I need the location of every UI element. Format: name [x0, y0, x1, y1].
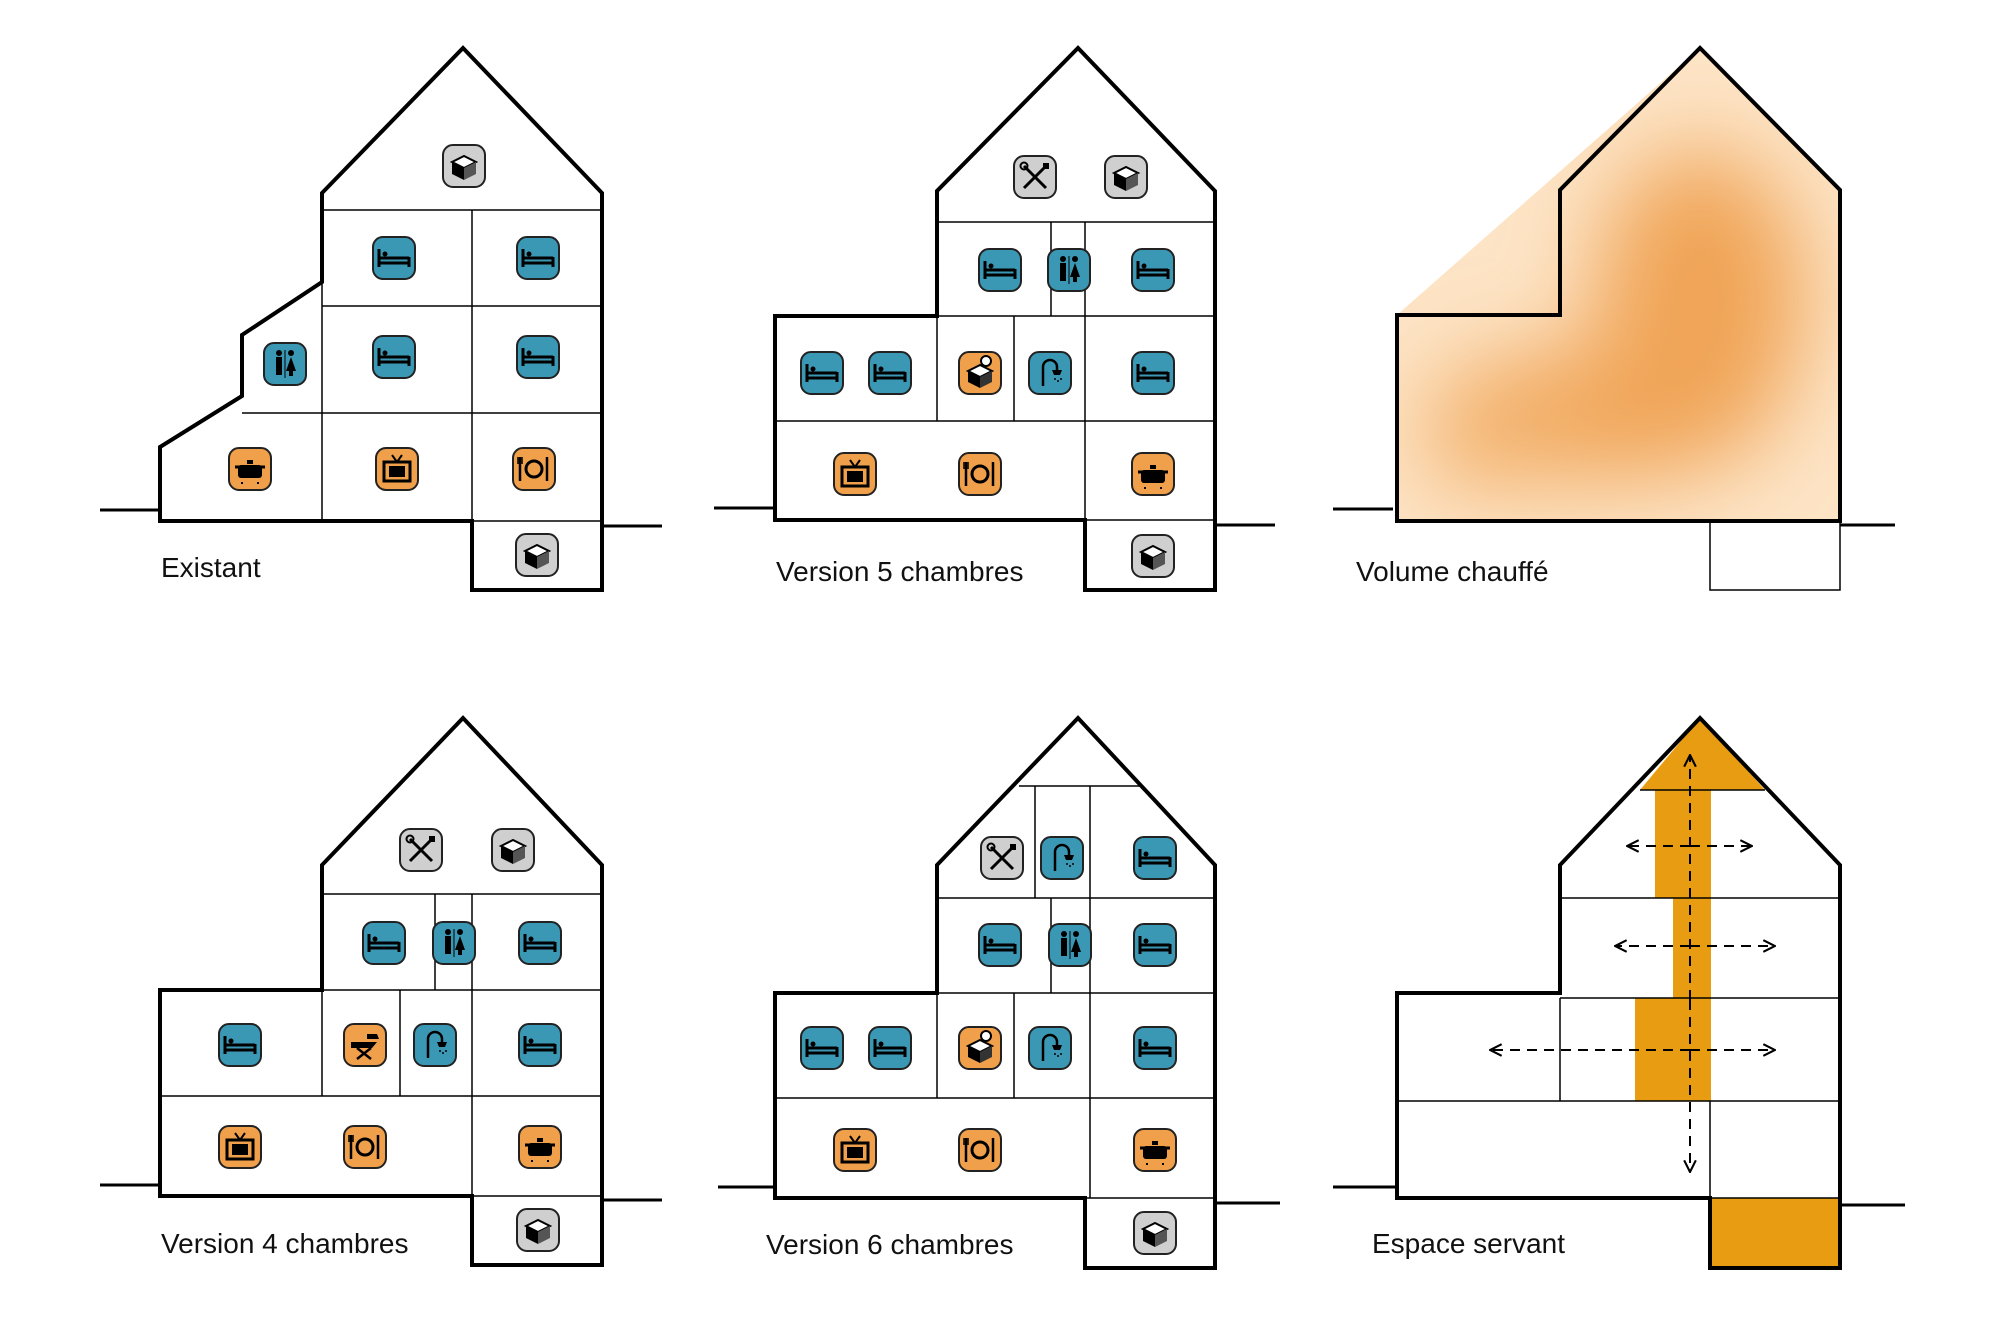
bed-icon [372, 236, 416, 280]
bed-icon [868, 1026, 912, 1070]
room-partitions [242, 209, 602, 522]
cooking-pot-icon [1133, 1128, 1177, 1172]
cooking-pot-icon [1131, 452, 1175, 496]
panel-label: Version 5 chambres [776, 556, 1023, 587]
servant-core-attic [1655, 790, 1711, 898]
house-outline [773, 45, 1217, 592]
panel-label: Existant [161, 552, 261, 583]
storage-box-icon [516, 1208, 560, 1252]
bed-icon [362, 921, 406, 965]
panel-espace-servant: Espace servant [1333, 715, 1905, 1270]
shower-icon [1040, 836, 1084, 880]
cooking-pot-icon [228, 447, 272, 491]
panel-label: Version 6 chambres [766, 1229, 1013, 1260]
storage-box-icon [515, 533, 559, 577]
circulation-arrows [1490, 755, 1775, 1172]
bed-icon [978, 248, 1022, 292]
dining-icon [343, 1125, 387, 1169]
shower-icon [1028, 351, 1072, 395]
bed-icon [372, 335, 416, 379]
servant-core-cellar [1710, 1198, 1840, 1268]
panel-label: Volume chauffé [1356, 556, 1549, 587]
bed-icon [868, 351, 912, 395]
servant-core [1635, 718, 1840, 1268]
television-icon [833, 1128, 877, 1172]
bed-icon [800, 351, 844, 395]
panel-label: Version 4 chambres [161, 1228, 408, 1259]
television-icon [218, 1125, 262, 1169]
toilet-icon [263, 342, 307, 386]
bed-icon [978, 923, 1022, 967]
bed-icon [1131, 248, 1175, 292]
house-outline [158, 45, 604, 592]
tools-icon [980, 836, 1024, 880]
servant-core-upper [1673, 898, 1711, 998]
dining-icon [958, 1128, 1002, 1172]
room-partitions [1397, 789, 1840, 1199]
bed-icon [1133, 923, 1177, 967]
house-outline [158, 715, 604, 1267]
storage-box-icon [491, 828, 535, 872]
dining-icon [512, 447, 556, 491]
house-outline [773, 715, 1217, 1270]
cooking-pot-icon [518, 1125, 562, 1169]
toilet-icon [1048, 923, 1092, 967]
storage-box-icon [1104, 155, 1148, 199]
laundry-icon [958, 351, 1002, 395]
heated-volume-outline [1395, 45, 1842, 523]
television-icon [833, 452, 877, 496]
panel-label: Espace servant [1372, 1228, 1565, 1259]
panel-existant: Existant [100, 45, 662, 592]
storage-box-icon [1133, 1211, 1177, 1255]
bed-icon [800, 1026, 844, 1070]
shower-icon [1028, 1026, 1072, 1070]
heat-glow [1420, 400, 1580, 490]
bed-icon [516, 236, 560, 280]
house-outline [1395, 715, 1842, 1270]
panel-version-5-chambres: Version 5 chambres [714, 45, 1275, 592]
unheated-cellar [1709, 520, 1841, 591]
storage-box-icon [442, 144, 486, 188]
tools-icon [399, 828, 443, 872]
bed-icon [218, 1023, 262, 1067]
bed-icon [1133, 1026, 1177, 1070]
panel-volume-chauffe: Volume chauffé [1333, 45, 1895, 591]
ironing-board-icon [343, 1023, 387, 1067]
shower-icon [413, 1023, 457, 1067]
bed-icon [518, 1023, 562, 1067]
toilet-icon [1047, 248, 1091, 292]
television-icon [375, 447, 419, 491]
laundry-icon [958, 1026, 1002, 1070]
dining-icon [958, 452, 1002, 496]
servant-core-roof [1640, 718, 1765, 790]
bed-icon [1131, 351, 1175, 395]
toilet-icon [432, 921, 476, 965]
tools-icon [1013, 155, 1057, 199]
heated-volume-glow [1420, 150, 1805, 490]
bed-icon [516, 335, 560, 379]
bed-icon [518, 921, 562, 965]
panel-version-4-chambres: Version 4 chambres [100, 715, 662, 1267]
panel-version-6-chambres: Version 6 chambres [718, 715, 1280, 1270]
bed-icon [1133, 836, 1177, 880]
storage-box-icon [1131, 534, 1175, 578]
